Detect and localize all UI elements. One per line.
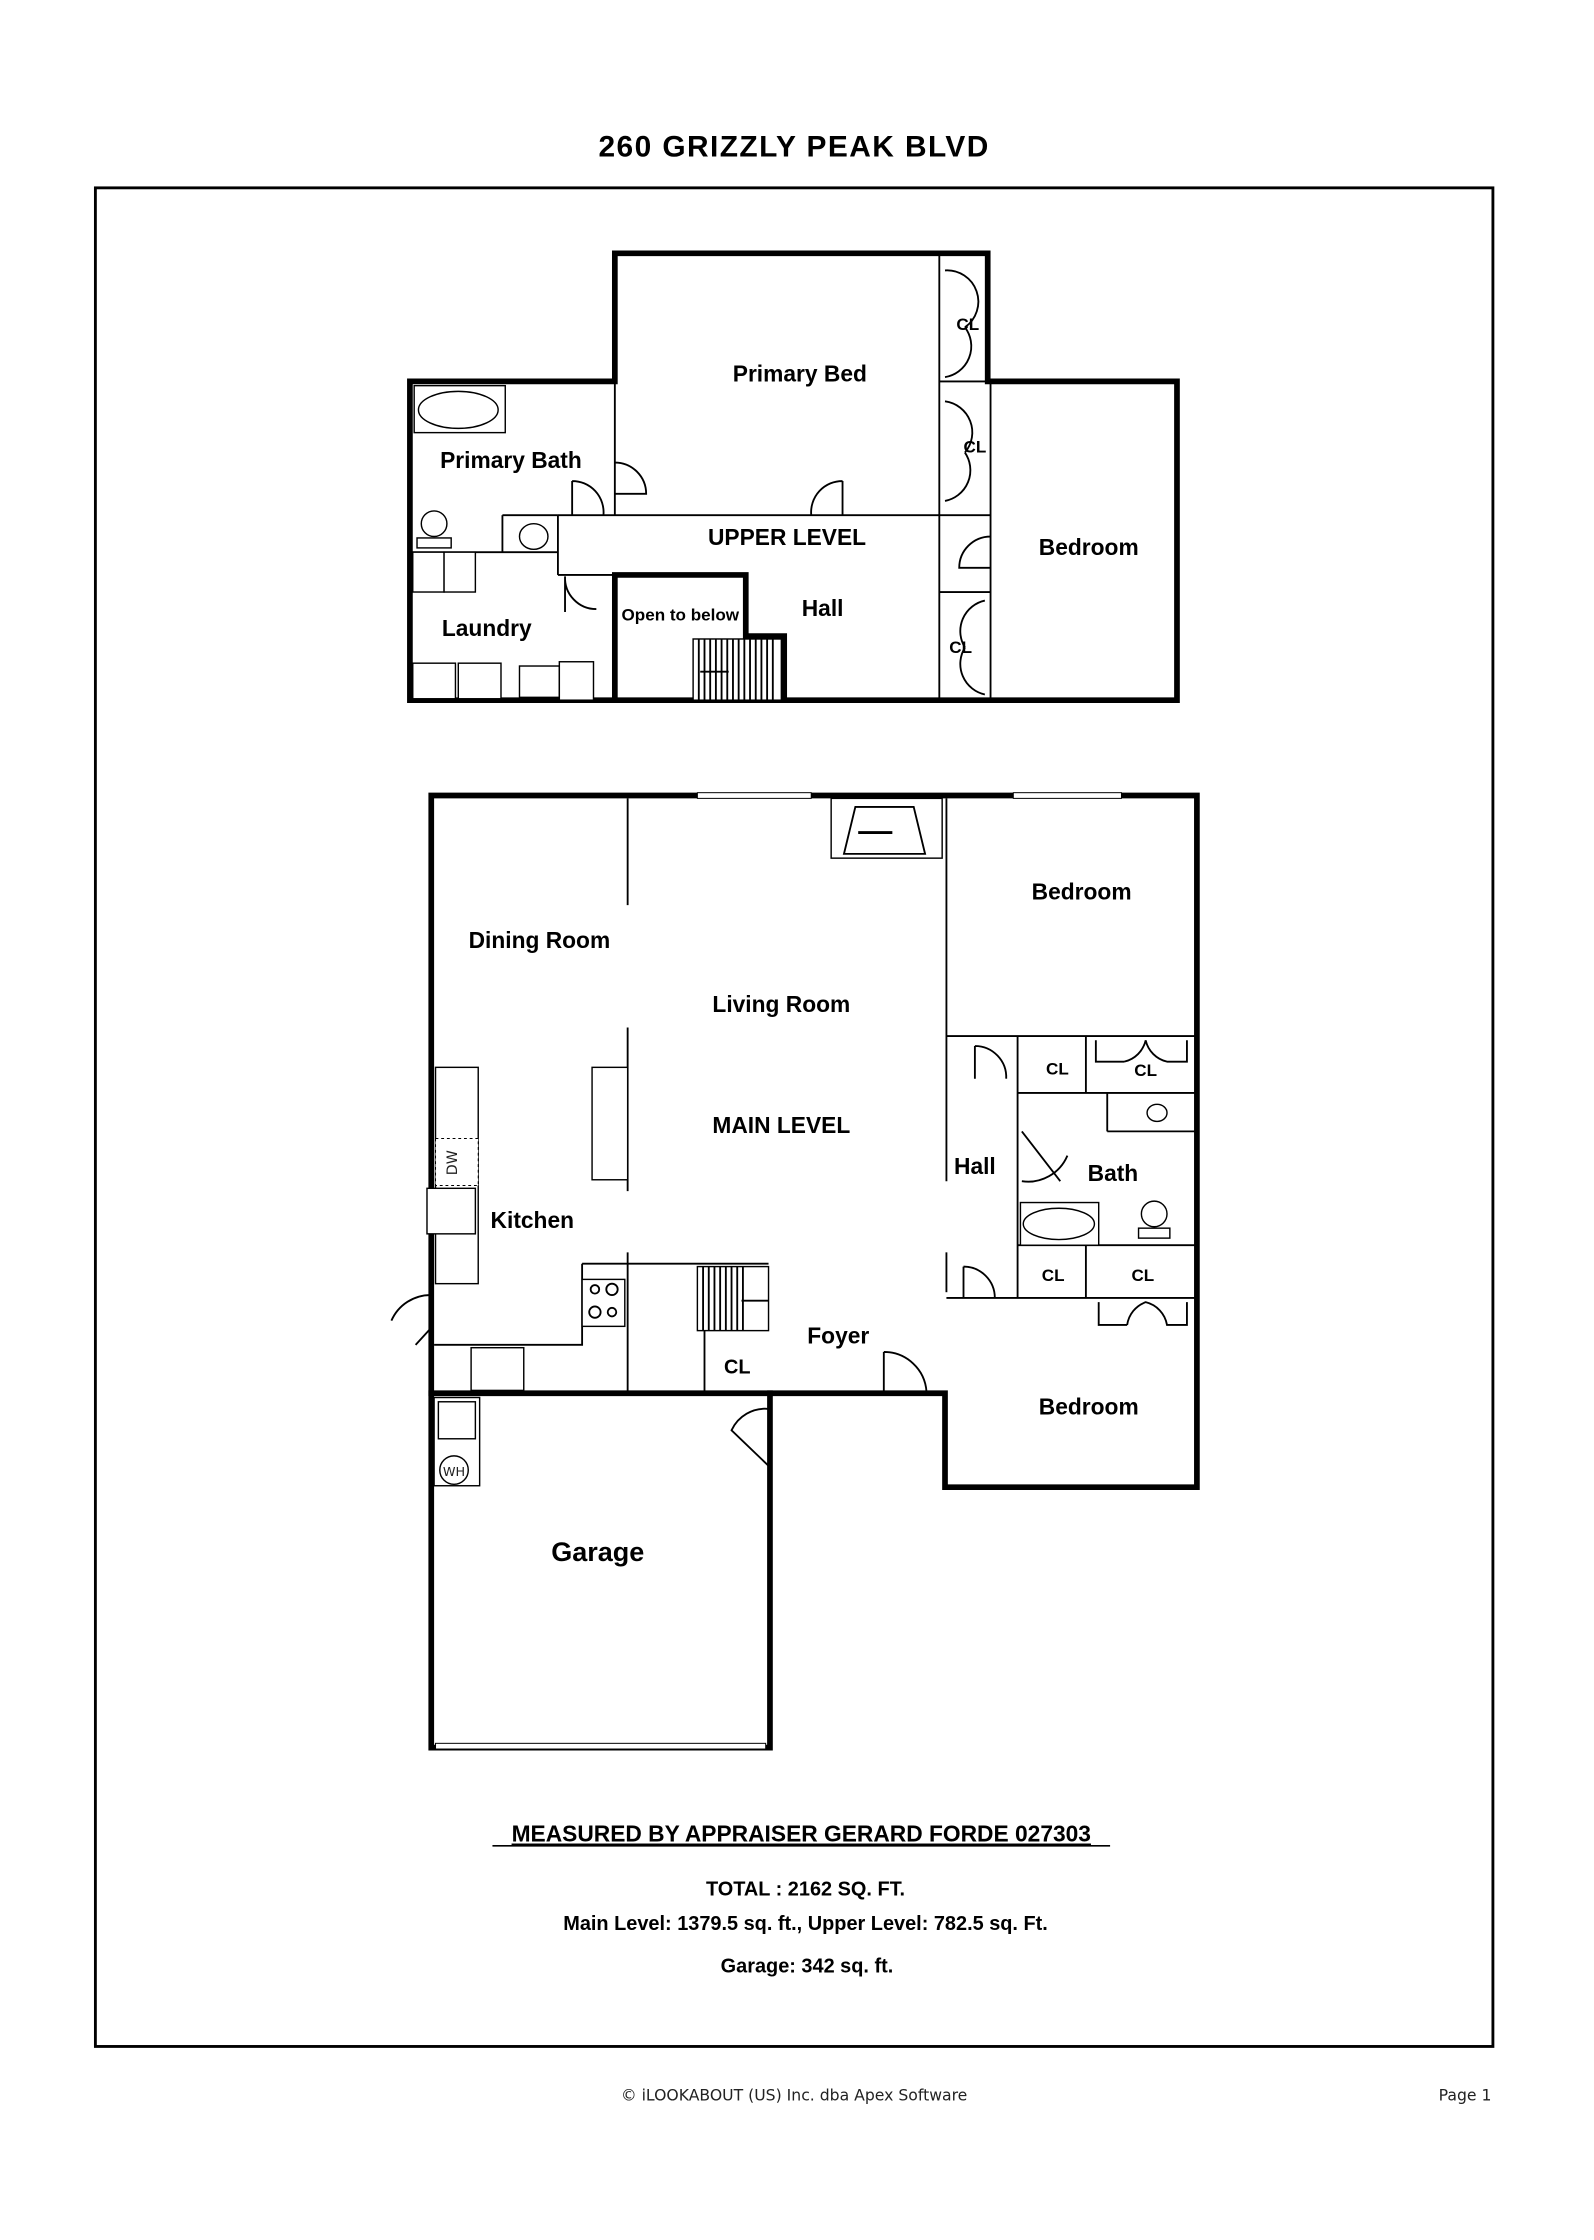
stairs-icon bbox=[692, 638, 783, 701]
closet-label: CL bbox=[1042, 1266, 1065, 1285]
room-label-upper-bedroom: Bedroom bbox=[1039, 534, 1139, 560]
closet-label: CL bbox=[724, 1356, 751, 1378]
room-label-kitchen: Kitchen bbox=[491, 1207, 574, 1233]
room-label-laundry: Laundry bbox=[442, 615, 532, 641]
room-label-bath: Bath bbox=[1088, 1160, 1139, 1186]
level-label-main: MAIN LEVEL bbox=[712, 1112, 850, 1138]
stairs-icon bbox=[696, 1265, 770, 1332]
dishwasher-label: DW bbox=[445, 1150, 461, 1175]
total-area: TOTAL : 2162 SQ. FT. bbox=[706, 1879, 905, 1901]
closet-label: CL bbox=[964, 438, 987, 457]
main-level-plan: DW W bbox=[390, 792, 1200, 1751]
room-label-main-hall: Hall bbox=[954, 1153, 996, 1179]
measured-by-heading: MEASURED BY APPRAISER GERARD FORDE 02730… bbox=[512, 1821, 1091, 1847]
garage-area: Garage: 342 sq. ft. bbox=[721, 1955, 894, 1977]
closet-label: CL bbox=[956, 315, 979, 334]
water-heater-label: WH bbox=[443, 1465, 465, 1480]
closet-label: CL bbox=[1046, 1059, 1069, 1078]
copyright-footer: © iLOOKABOUT (US) Inc. dba Apex Software bbox=[621, 2086, 967, 2105]
closet-label: CL bbox=[949, 638, 972, 657]
level-label-upper: UPPER LEVEL bbox=[708, 524, 866, 550]
room-label-primary-bed: Primary Bed bbox=[733, 360, 867, 386]
closet-label: CL bbox=[1134, 1061, 1157, 1080]
room-label-bedroom-2: Bedroom bbox=[1039, 1394, 1139, 1420]
room-label-bedroom-1: Bedroom bbox=[1032, 878, 1132, 904]
water-heater-icon bbox=[439, 1455, 469, 1486]
room-label-primary-bath: Primary Bath bbox=[440, 447, 582, 473]
room-label-open-to-below: Open to below bbox=[622, 605, 740, 624]
room-label-living-room: Living Room bbox=[712, 991, 850, 1017]
room-label-garage: Garage bbox=[551, 1537, 644, 1567]
upper-level-plan: Primary Bed Primary Bath Laundry Open to… bbox=[407, 250, 1180, 704]
page-number: Page 1 bbox=[1439, 2086, 1492, 2105]
page-title: 260 GRIZZLY PEAK BLVD bbox=[599, 131, 990, 164]
page-frame bbox=[93, 186, 1495, 2048]
stove-icon bbox=[581, 1278, 626, 1328]
level-areas: Main Level: 1379.5 sq. ft., Upper Level:… bbox=[563, 1913, 1048, 1935]
room-label-upper-hall: Hall bbox=[802, 595, 844, 621]
room-label-foyer: Foyer bbox=[807, 1322, 869, 1348]
room-label-dining-room: Dining Room bbox=[469, 927, 611, 953]
closet-label: CL bbox=[1131, 1266, 1154, 1285]
